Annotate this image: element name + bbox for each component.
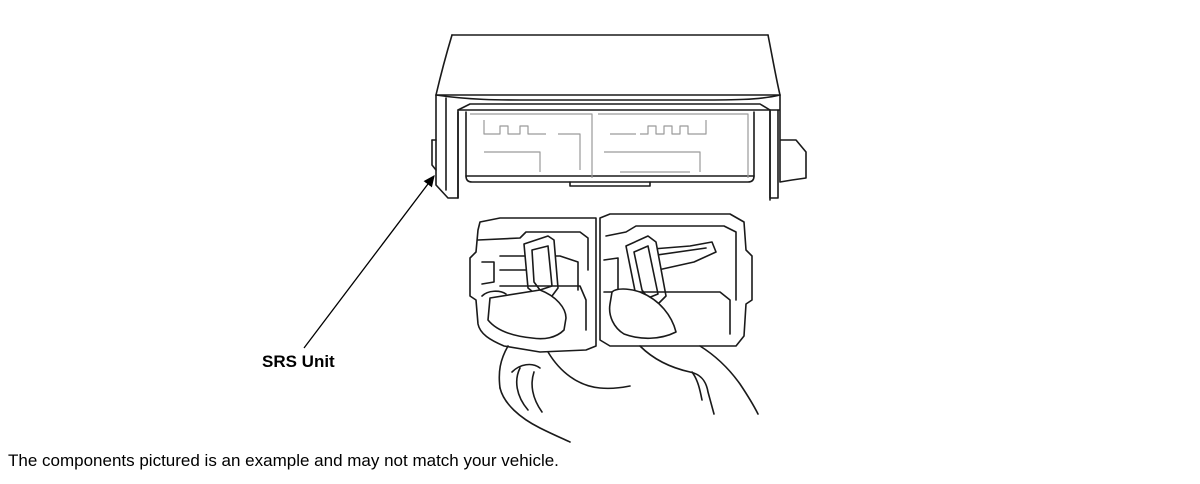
right-harness-connector	[599, 213, 753, 347]
figure-caption: The components pictured is an example an…	[8, 451, 559, 470]
srs-unit-connector-sockets	[465, 111, 755, 187]
srs-unit-label: SRS Unit	[262, 352, 335, 371]
srs-unit-callout-leader	[303, 174, 435, 349]
srs-unit-housing	[431, 34, 807, 201]
left-harness-connector	[469, 217, 597, 353]
wire-harnesses	[498, 345, 759, 443]
